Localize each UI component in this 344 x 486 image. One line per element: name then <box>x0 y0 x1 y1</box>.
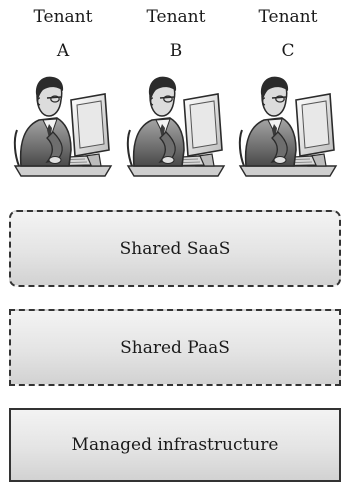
tenant-c: Tenant C <box>233 0 343 180</box>
shared-saas-label: Shared SaaS <box>119 238 231 259</box>
tenant-a: Tenant A <box>8 0 118 180</box>
tenant-a-label: Tenant <box>33 7 93 27</box>
user-at-computer-icon <box>13 70 113 178</box>
tenant-a-letter: A <box>56 41 70 61</box>
managed-infrastructure-label: Managed infrastructure <box>71 435 279 455</box>
tenant-c-letter: C <box>281 41 295 61</box>
shared-paas-label: Shared PaaS <box>120 337 230 358</box>
user-at-computer-icon <box>238 70 338 178</box>
shared-paas-layer: Shared PaaS <box>9 309 341 386</box>
managed-infrastructure-layer: Managed infrastructure <box>9 408 341 482</box>
tenant-b-letter: B <box>169 41 183 61</box>
tenant-c-label: Tenant <box>258 7 318 27</box>
shared-saas-layer: Shared SaaS <box>9 210 341 287</box>
tenant-b-label: Tenant <box>146 7 206 27</box>
tenant-b: Tenant B <box>121 0 231 180</box>
user-at-computer-icon <box>126 70 226 178</box>
